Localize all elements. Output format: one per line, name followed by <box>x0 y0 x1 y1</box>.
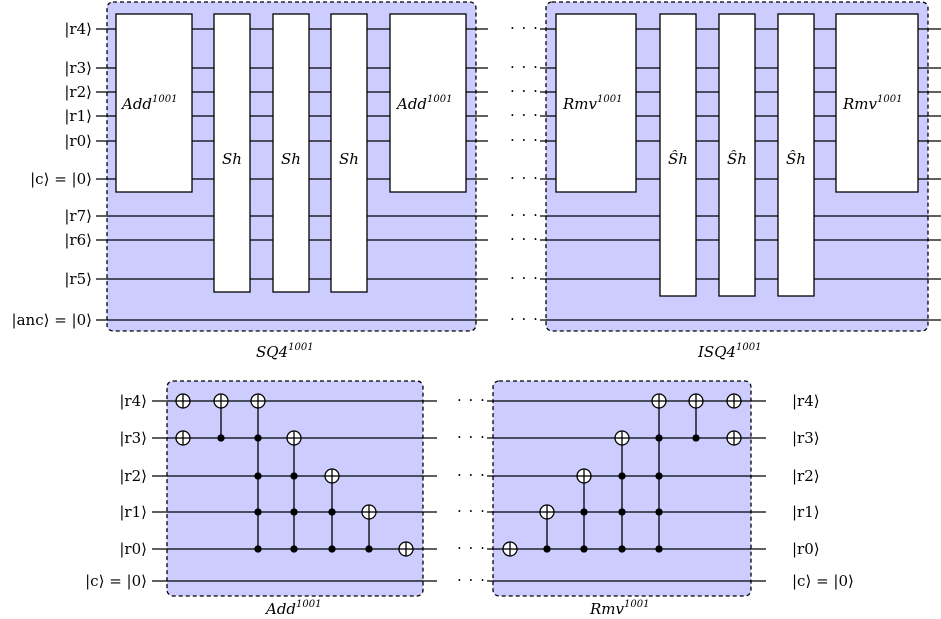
svg-text:· · ·: · · · <box>510 106 539 124</box>
rmv-target-4 <box>614 430 630 446</box>
sq4-gate-sh-1: Sh <box>213 13 251 293</box>
sq4-label-r0: |r0⟩ <box>64 132 92 150</box>
isq4-gate-shhat-3: Ŝh <box>777 13 815 297</box>
svg-text:· · ·: · · · <box>457 539 486 557</box>
add-label-c: |c⟩ = |0⟩ <box>85 572 147 590</box>
svg-text:Rmv1001: Rmv1001 <box>842 94 902 113</box>
add-target-4 <box>286 430 302 446</box>
add-target-1a <box>175 393 191 409</box>
sq4-circuit: |r4⟩ |r3⟩ |r2⟩ |r1⟩ |r0⟩ |c⟩ = |0⟩ |r7⟩ … <box>12 1 488 361</box>
sq4-label-r1: |r1⟩ <box>64 107 92 125</box>
svg-text:· · ·: · · · <box>457 428 486 446</box>
isq4-circuit: · · · · · · · · · · · · · · · · · · · · … <box>510 1 941 361</box>
add-control-2 <box>217 434 225 442</box>
svg-text:· · ·: · · · <box>510 131 539 149</box>
rmv-label-r0: |r0⟩ <box>792 540 820 558</box>
sq4-label-c: |c⟩ = |0⟩ <box>30 170 92 188</box>
svg-text:· · ·: · · · <box>510 58 539 76</box>
add-label-r1: |r1⟩ <box>119 503 147 521</box>
isq4-gate-shhat-1: Ŝh <box>659 13 697 297</box>
rmv-target-6 <box>688 393 704 409</box>
add-target-3 <box>250 393 266 409</box>
isq4-gate-rmv-1: Rmv1001 <box>555 13 637 193</box>
add-gates <box>175 393 414 557</box>
add-target-7 <box>398 541 414 557</box>
svg-text:· · ·: · · · <box>457 391 486 409</box>
svg-text:· · ·: · · · <box>510 82 539 100</box>
rmv-caption: Rmv1001 <box>589 599 649 618</box>
sq4-gate-add-2: Add1001 <box>389 13 467 193</box>
svg-text:Ŝh: Ŝh <box>727 150 747 168</box>
add-caption: Add1001 <box>264 599 322 618</box>
rmv-label-r4: |r4⟩ <box>792 392 820 410</box>
add-target-2 <box>213 393 229 409</box>
isq4-gate-shhat-2: Ŝh <box>718 13 756 297</box>
rmv-target-1 <box>502 541 518 557</box>
sq4-gate-sh-2: Sh <box>272 13 310 293</box>
rmv-label-r3: |r3⟩ <box>792 429 820 447</box>
add-box <box>166 380 424 597</box>
svg-text:Add1001: Add1001 <box>120 94 178 113</box>
svg-text:Rmv1001: Rmv1001 <box>562 94 622 113</box>
svg-text:· · ·: · · · <box>457 466 486 484</box>
add-target-6 <box>361 504 377 520</box>
isq4-ellipsis: · · · · · · · · · · · · · · · · · · · · … <box>510 19 539 328</box>
svg-text:· · ·: · · · <box>510 169 539 187</box>
svg-text:· · ·: · · · <box>510 230 539 248</box>
rmv-circuit: · · · · · · · · · · · · · · · · · · |r4⟩… <box>457 380 854 618</box>
rmv-label-c: |c⟩ = |0⟩ <box>792 572 854 590</box>
sq4-label-r4: |r4⟩ <box>64 20 92 38</box>
sq4-label-r5: |r5⟩ <box>64 270 92 288</box>
add-label-r4: |r4⟩ <box>119 392 147 410</box>
add-label-r2: |r2⟩ <box>119 467 147 485</box>
sq4-gate-sh-3: Sh <box>330 13 368 293</box>
rmv-target-7b <box>726 430 742 446</box>
sq4-label-r2: |r2⟩ <box>64 83 92 101</box>
svg-text:Sh: Sh <box>222 150 242 168</box>
sq4-gate-add-1: Add1001 <box>115 13 193 193</box>
rmv-target-3 <box>576 468 592 484</box>
svg-text:Ŝh: Ŝh <box>786 150 806 168</box>
add-label-r0: |r0⟩ <box>119 540 147 558</box>
svg-text:Sh: Sh <box>281 150 301 168</box>
sq4-label-r7: |r7⟩ <box>64 207 92 225</box>
rmv-target-7a <box>726 393 742 409</box>
svg-text:Sh: Sh <box>339 150 359 168</box>
svg-text:· · ·: · · · <box>510 310 539 328</box>
svg-text:Ŝh: Ŝh <box>668 150 688 168</box>
rmv-target-2 <box>539 504 555 520</box>
svg-text:· · ·: · · · <box>510 19 539 37</box>
sq4-label-r6: |r6⟩ <box>64 231 92 249</box>
sq4-caption: SQ41001 <box>256 342 314 361</box>
rmv-gates <box>502 393 742 557</box>
rmv-target-5 <box>651 393 667 409</box>
svg-text:· · ·: · · · <box>457 571 486 589</box>
svg-text:Add1001: Add1001 <box>395 94 453 113</box>
add-target-1b <box>175 430 191 446</box>
rmv-ellipsis: · · · · · · · · · · · · · · · · · · <box>457 391 486 589</box>
svg-text:· · ·: · · · <box>510 269 539 287</box>
sq4-label-anc: |anc⟩ = |0⟩ <box>12 311 92 329</box>
add-target-5 <box>324 468 340 484</box>
sq4-label-r3: |r3⟩ <box>64 59 92 77</box>
isq4-caption: ISQ41001 <box>697 342 762 361</box>
add-label-r3: |r3⟩ <box>119 429 147 447</box>
add-circuit: |r4⟩ |r3⟩ |r2⟩ |r1⟩ |r0⟩ |c⟩ = |0⟩ <box>85 380 437 618</box>
rmv-label-r2: |r2⟩ <box>792 467 820 485</box>
rmv-label-r1: |r1⟩ <box>792 503 820 521</box>
isq4-gate-rmv-2: Rmv1001 <box>835 13 919 193</box>
svg-text:· · ·: · · · <box>510 206 539 224</box>
svg-text:· · ·: · · · <box>457 502 486 520</box>
